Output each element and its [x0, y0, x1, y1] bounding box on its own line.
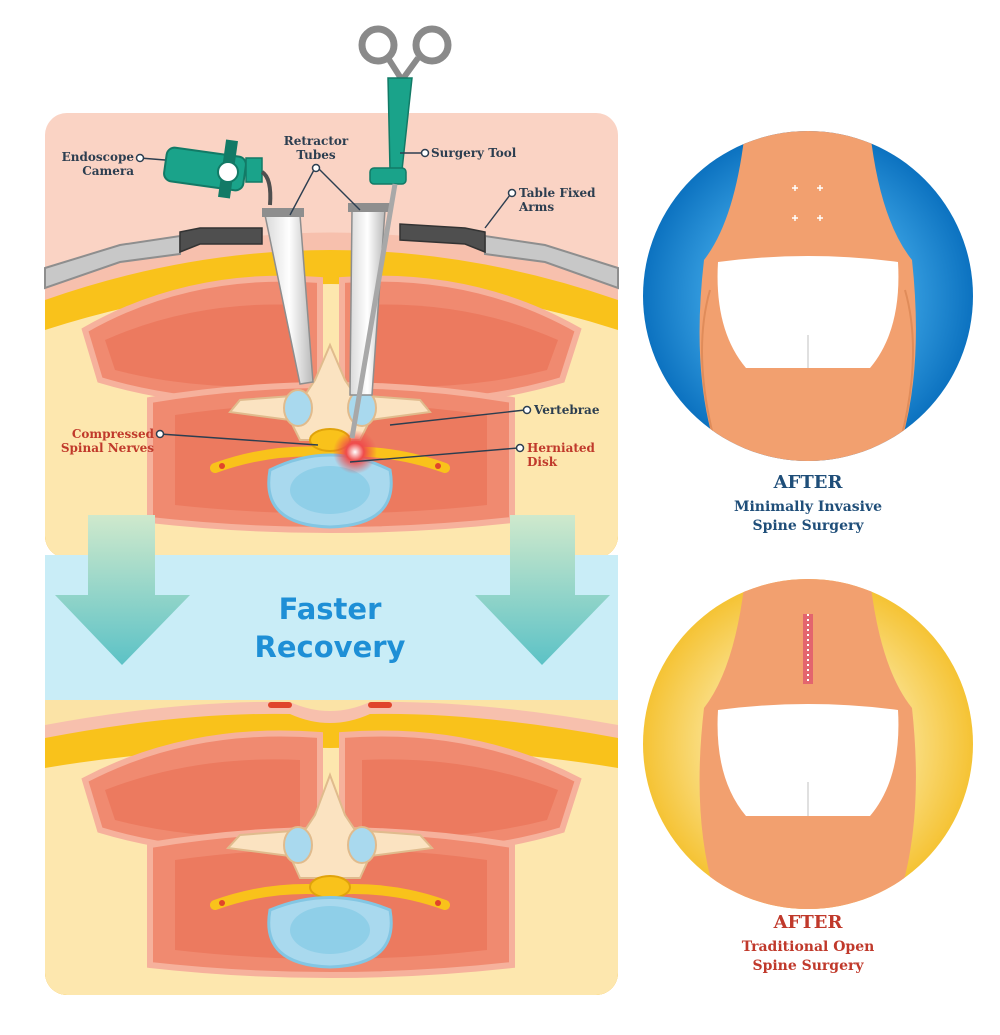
surgery-tool-text: Surgery Tool: [431, 146, 517, 160]
camera-text: Camera: [82, 164, 134, 178]
faster-recovery-title: Faster Recovery: [230, 590, 430, 666]
retractor-line1: Retractor: [283, 134, 349, 148]
recovery-text: Recovery: [254, 630, 406, 664]
label-retractor-tubes: Retractor Tubes: [266, 134, 366, 162]
table-arm-right: [399, 223, 619, 290]
label-vertebrae: Vertebrae: [534, 403, 599, 417]
table-arm-left: [44, 227, 263, 290]
endoscope-text: Endoscope: [61, 150, 134, 164]
caption-minimally-line2: Spine Surgery: [752, 518, 864, 534]
table-fixed-line1: Table Fixed: [519, 186, 596, 200]
label-compressed-spinal-nerves: Compressed Spinal Nerves: [40, 427, 154, 455]
bottom-cross-section-panel: [45, 700, 618, 995]
caption-traditional-heading: AFTER: [773, 912, 843, 933]
caption-minimally-heading: AFTER: [773, 472, 843, 493]
caption-minimally-line1: Minimally Invasive: [733, 499, 883, 515]
label-herniated-disk: Herniated Disk: [527, 441, 595, 469]
endoscope-camera: [163, 139, 273, 206]
caption-traditional-line2: Spine Surgery: [752, 958, 864, 974]
caption-traditional-line1: Traditional Open: [741, 939, 875, 955]
faster-text: Faster: [278, 592, 382, 626]
herniated-line1: Herniated: [527, 441, 595, 455]
retractor-line2: Tubes: [296, 148, 336, 162]
surgery-tool: [349, 25, 452, 439]
label-leader-dots: [135, 148, 532, 453]
retractor-tube-left: [262, 208, 314, 385]
minimally-invasive-back-view: [643, 131, 973, 461]
traditional-open-back-view: [643, 579, 973, 909]
vertebrae-text: Vertebrae: [534, 403, 600, 417]
compressed-line2: Spinal Nerves: [60, 441, 154, 455]
label-table-fixed-arms: Table Fixed Arms: [519, 186, 596, 214]
recovery-arrow-right: [475, 515, 610, 665]
compressed-line1: Compressed: [71, 427, 154, 441]
retractor-tube-right: [348, 203, 390, 396]
label-surgery-tool: Surgery Tool: [431, 146, 516, 160]
top-cross-section-panel: [45, 113, 618, 558]
herniated-line2: Disk: [527, 455, 558, 469]
table-fixed-line2: Arms: [519, 200, 555, 214]
recovery-arrow-left: [55, 515, 190, 665]
label-endoscope: Endoscope Camera: [40, 150, 134, 178]
